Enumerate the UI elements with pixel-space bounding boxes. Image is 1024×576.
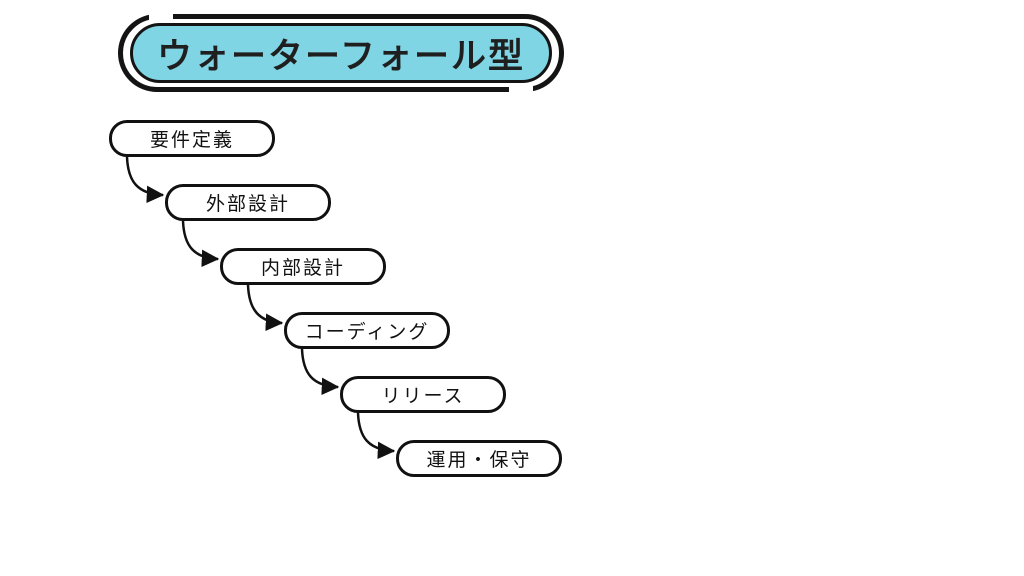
- arrow-2: [181, 220, 220, 268]
- step-label: リリース: [381, 385, 465, 407]
- step-label: 内部設計: [260, 257, 345, 279]
- diagram-title: ウォーターフォール型: [157, 36, 525, 77]
- step-operation-maintenance: 運用・保守: [396, 440, 562, 477]
- step-label: 要件定義: [149, 129, 234, 151]
- step-label: 外部設計: [205, 193, 290, 215]
- step-label: 運用・保守: [426, 449, 532, 471]
- step-release: リリース: [340, 376, 506, 413]
- title-frame-gap-bottom: [509, 85, 533, 94]
- step-label: コーディング: [304, 321, 430, 343]
- step-requirements-definition: 要件定義: [109, 120, 275, 157]
- arrow-4: [300, 348, 340, 396]
- title-frame-gap-top: [149, 12, 173, 21]
- step-external-design: 外部設計: [165, 184, 331, 221]
- step-coding: コーディング: [284, 312, 450, 349]
- arrow-3: [246, 284, 284, 332]
- arrow-5: [356, 412, 396, 460]
- step-internal-design: 内部設計: [220, 248, 386, 285]
- title-pill: ウォーターフォール型: [130, 23, 552, 83]
- arrow-1: [125, 156, 165, 204]
